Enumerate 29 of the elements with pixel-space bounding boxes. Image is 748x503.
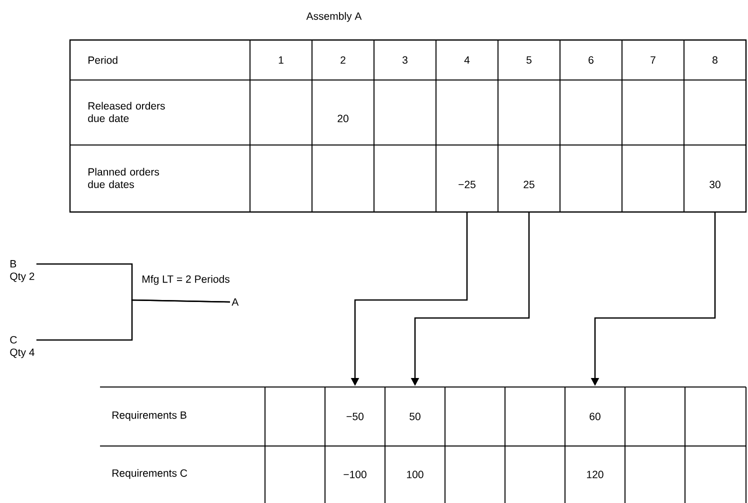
product-structure-line bbox=[36, 299, 230, 341]
table-cell-text: 3 bbox=[402, 56, 408, 64]
table-cell-text: 20 bbox=[338, 114, 348, 122]
table-cell-text: −100 bbox=[344, 470, 366, 478]
table-cell-text: 100 bbox=[407, 470, 424, 478]
table-cell-text: 2 bbox=[340, 56, 346, 64]
table-cell-text: 120 bbox=[587, 470, 604, 478]
table-title: Assembly A bbox=[306, 12, 362, 22]
table-cell-text: Planned orders due dates bbox=[88, 168, 160, 188]
table-cell-text: 7 bbox=[650, 56, 656, 64]
table-cell-value: 50 bbox=[410, 412, 420, 420]
table-cell-text: 4 bbox=[464, 56, 470, 64]
table-cell-text: 8 bbox=[712, 56, 718, 64]
part-label: B Qty 2 bbox=[10, 260, 34, 282]
part-label: A bbox=[232, 298, 239, 306]
table-cell-value: −25 bbox=[458, 180, 476, 188]
table-cell-text: 1 bbox=[278, 56, 284, 64]
table-cell-text: Requirements B bbox=[112, 411, 186, 421]
table-cell-value: 30 bbox=[710, 180, 720, 188]
table-cell-value: 60 bbox=[590, 412, 600, 420]
part-label: C Qty 4 bbox=[10, 336, 34, 358]
table-cell-text: Period bbox=[88, 56, 118, 64]
table-cell-value: −50 bbox=[346, 412, 364, 420]
table-cell-text: 6 bbox=[588, 56, 594, 64]
table-cell-text: Released orders due date bbox=[88, 102, 165, 122]
table-cell-value: 25 bbox=[524, 180, 534, 188]
lead-time-note: Mfg LT = 2 Periods bbox=[142, 275, 230, 285]
table-cell-text: Requirements C bbox=[112, 469, 188, 479]
table-cell-text: 5 bbox=[526, 56, 532, 64]
